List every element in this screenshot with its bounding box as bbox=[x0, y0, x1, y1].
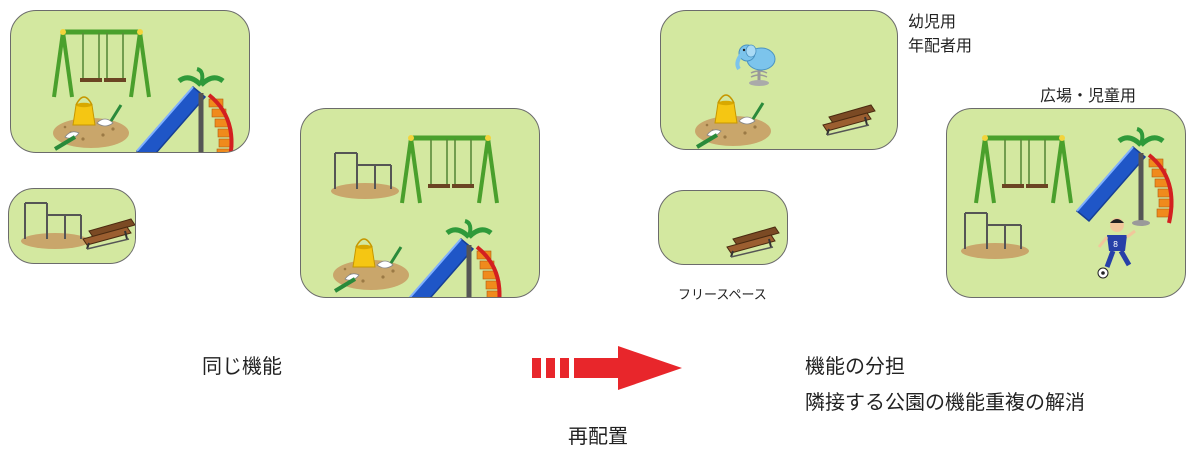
slide-icon bbox=[399, 223, 509, 298]
soccer-player-icon bbox=[1099, 217, 1139, 281]
before-label: 同じ機能 bbox=[202, 354, 282, 378]
sandbox-icon bbox=[693, 89, 773, 149]
plaza-label: 広場・児童用 bbox=[1040, 86, 1137, 105]
bench-icon bbox=[821, 95, 877, 137]
park-infant bbox=[660, 10, 898, 150]
action-label: 再配置 bbox=[568, 424, 628, 448]
horizontal-bar-icon bbox=[329, 145, 401, 201]
free-space-label: フリースペース bbox=[678, 288, 767, 303]
horizontal-bar-icon bbox=[959, 205, 1031, 261]
sandbox-icon bbox=[51, 91, 131, 151]
arrow-right-icon bbox=[532, 346, 682, 390]
elderly-label: 年配者用 bbox=[908, 36, 973, 55]
park-free-space bbox=[658, 190, 788, 265]
infant-label: 幼児用 bbox=[908, 12, 957, 31]
swing-icon bbox=[973, 133, 1073, 205]
park-center-left bbox=[300, 108, 540, 298]
park-plaza bbox=[946, 108, 1186, 298]
slide-icon bbox=[1071, 131, 1181, 225]
slide-icon bbox=[131, 71, 241, 153]
park-top-left bbox=[10, 10, 250, 153]
bench-icon bbox=[81, 209, 135, 251]
swing-icon bbox=[399, 133, 499, 205]
after-label-line2: 隣接する公園の機能重複の解消 bbox=[805, 390, 1085, 414]
after-label-line1: 機能の分担 bbox=[805, 354, 905, 378]
bench-icon bbox=[725, 217, 781, 259]
park-bottom-left bbox=[8, 188, 136, 264]
elephant-rider-icon bbox=[735, 39, 779, 88]
